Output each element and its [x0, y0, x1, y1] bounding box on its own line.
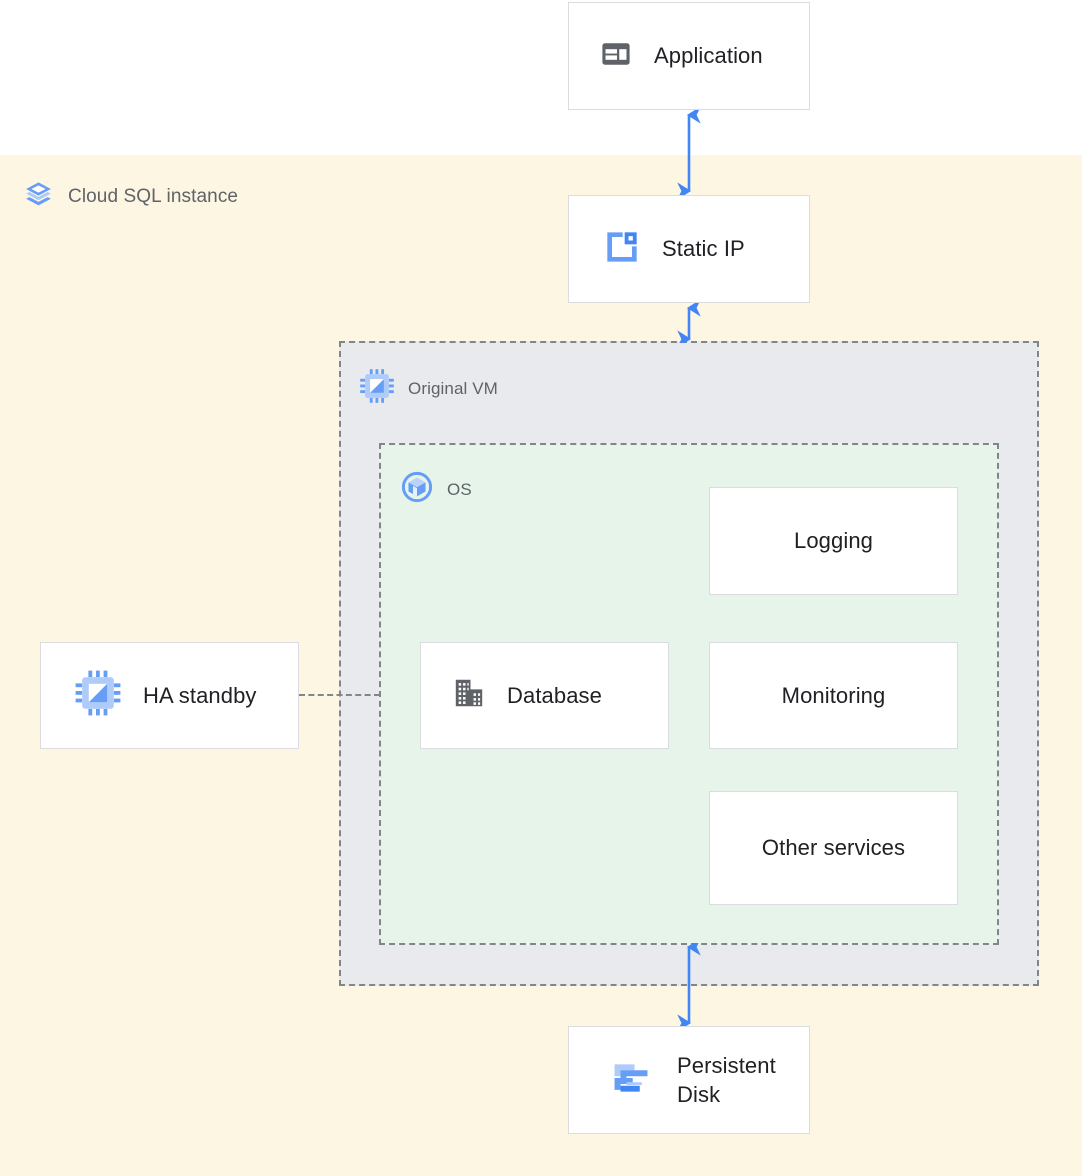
database-building-icon	[451, 675, 487, 716]
static-ip-icon	[602, 227, 642, 272]
connector-os-to-persistent-disk	[677, 943, 701, 1027]
node-label-ha-standby: HA standby	[143, 682, 257, 708]
persistent-disk-line-1: Persistent	[677, 1052, 776, 1078]
node-label-application: Application	[654, 43, 763, 69]
cpu-chip-icon	[359, 368, 395, 409]
node-static-ip[interactable]: Static IP	[568, 195, 810, 303]
region-title-cloud-sql-instance: Cloud SQL instance	[22, 178, 238, 216]
node-database[interactable]: Database	[420, 642, 669, 749]
region-title-original-vm: Original VM	[359, 368, 498, 409]
persistent-disk-icon	[610, 1057, 652, 1104]
node-label-monitoring: Monitoring	[781, 682, 886, 708]
cpu-chip-icon	[74, 669, 122, 722]
region-label-cloud-sql-instance: Cloud SQL instance	[68, 186, 239, 207]
persistent-disk-line-2: Disk	[677, 1082, 721, 1107]
region-title-os: OS	[400, 470, 472, 509]
connector-ha-standby-to-os	[299, 694, 380, 696]
node-label-static-ip: Static IP	[662, 236, 745, 262]
node-label-database: Database	[507, 682, 602, 708]
node-monitoring[interactable]: Monitoring	[709, 642, 958, 749]
node-label-other-services: Other services	[761, 835, 906, 861]
node-label-logging: Logging	[794, 528, 873, 554]
application-window-icon	[599, 37, 633, 76]
node-other-services[interactable]: Other services	[709, 791, 958, 905]
connector-static-ip-to-original-vm	[677, 303, 701, 343]
node-application[interactable]: Application	[568, 2, 810, 110]
region-label-original-vm: Original VM	[408, 378, 498, 398]
region-label-os: OS	[447, 479, 472, 499]
cloud-sql-layers-icon	[22, 178, 55, 216]
node-ha-standby[interactable]: HA standby	[40, 642, 299, 749]
node-logging[interactable]: Logging	[709, 487, 958, 595]
connector-application-to-static-ip	[677, 110, 701, 196]
os-cube-circle-icon	[400, 470, 434, 509]
